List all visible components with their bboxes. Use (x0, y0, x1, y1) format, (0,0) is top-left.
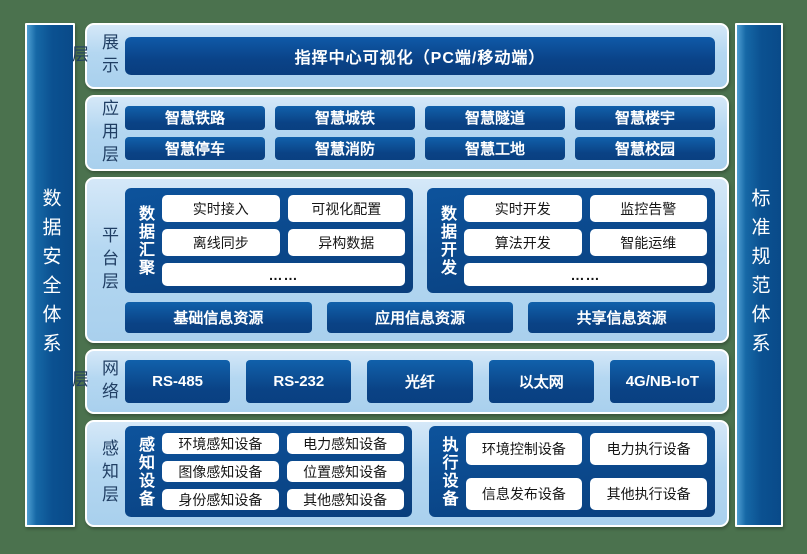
panel-data-aggregation: 数据汇聚 实时接入 可视化配置 离线同步 异构数据 …… (125, 188, 413, 293)
data-development-chips: 实时开发 监控告警 算法开发 智能运维 …… (464, 195, 707, 286)
pillar-data-security: 数据安全体系 (25, 23, 75, 527)
chip-monitoring-alert: 监控告警 (589, 195, 707, 222)
chip-realtime-development: 实时开发 (464, 195, 582, 222)
data-aggregation-chips: 实时接入 可视化配置 离线同步 异构数据 …… (162, 195, 405, 286)
chip-offline-sync: 离线同步 (162, 229, 280, 256)
panel-sensing-devices-title: 感知设备 (136, 435, 153, 508)
chip-visual-config: 可视化配置 (287, 195, 405, 222)
chip-power-execution: 电力执行设备 (590, 433, 707, 465)
chip-image-sensing: 图像感知设备 (162, 461, 279, 482)
layer-display-body: 指挥中心可视化（PC端/移动端） (125, 25, 715, 87)
execution-device-chips: 环境控制设备 电力执行设备 信息发布设备 其他执行设备 (465, 433, 707, 510)
panel-execution-devices-title: 执行设备 (439, 435, 457, 508)
layer-network-label: 网络层 (69, 358, 118, 405)
sensing-device-chips: 环境感知设备 电力感知设备 图像感知设备 位置感知设备 身份感知设备 其他感知设… (162, 433, 404, 510)
app-item-smart-building: 智慧楼宇 (575, 106, 715, 130)
chip-environment-control: 环境控制设备 (465, 433, 583, 465)
app-item-smart-campus: 智慧校园 (575, 136, 715, 160)
chip-identity-sensing: 身份感知设备 (162, 489, 279, 510)
layer-display: 展示层 指挥中心可视化（PC端/移动端） (69, 23, 729, 89)
chip-realtime-access: 实时接入 (162, 195, 280, 222)
chip-more-development: …… (464, 263, 707, 286)
network-grid: RS-485 RS-232 光纤 以太网 4G/NB-IoT (125, 351, 715, 412)
layer-platform: 平台层 数据汇聚 实时接入 可视化配置 离线同步 异构数据 …… (85, 177, 729, 343)
chip-location-sensing: 位置感知设备 (286, 461, 404, 482)
app-item-smart-railway: 智慧铁路 (125, 106, 265, 130)
chip-algorithm-development: 算法开发 (464, 229, 582, 256)
app-item-smart-parking: 智慧停车 (125, 136, 265, 160)
resource-shared-info: 共享信息资源 (528, 302, 715, 333)
resource-application-info: 应用信息资源 (326, 302, 514, 333)
resource-basic-info: 基础信息资源 (125, 302, 312, 333)
app-item-smart-firefighting: 智慧消防 (275, 136, 415, 160)
panel-execution-devices: 执行设备 环境控制设备 电力执行设备 信息发布设备 其他执行设备 (428, 426, 715, 517)
pillar-standards: 标准规范体系 (735, 23, 783, 527)
chip-more-aggregation: …… (162, 263, 405, 286)
chip-environment-sensing: 环境感知设备 (162, 433, 279, 454)
layer-network: 网络层 RS-485 RS-232 光纤 以太网 4G/NB-IoT (69, 349, 729, 414)
panel-sensing-devices: 感知设备 环境感知设备 电力感知设备 图像感知设备 位置感知设备 身份感知设备 … (125, 426, 412, 517)
chip-info-publishing: 信息发布设备 (465, 478, 583, 510)
platform-panel-row: 数据汇聚 实时接入 可视化配置 离线同步 异构数据 …… 数据开发 实时开发 (125, 188, 715, 293)
layer-application-label: 应用层 (99, 98, 118, 168)
panel-data-development-title: 数据开发 (438, 204, 455, 277)
network-4g-nbiot: 4G/NB-IoT (609, 360, 715, 403)
panel-data-development: 数据开发 实时开发 监控告警 算法开发 智能运维 …… (427, 188, 715, 293)
chip-power-sensing: 电力感知设备 (286, 433, 404, 454)
platform-body: 数据汇聚 实时接入 可视化配置 离线同步 异构数据 …… 数据开发 实时开发 (125, 179, 715, 341)
pillar-data-security-label: 数据安全体系 (39, 188, 61, 362)
layer-display-label: 展示层 (69, 33, 118, 79)
chip-intelligent-ops: 智能运维 (589, 229, 707, 256)
application-grid: 智慧铁路 智慧城铁 智慧隧道 智慧楼宇 智慧停车 智慧消防 智慧工地 智慧校园 (125, 97, 715, 169)
layer-platform-label: 平台层 (99, 225, 118, 295)
layer-stack: 展示层 指挥中心可视化（PC端/移动端） 应用层 智慧铁路 智慧城铁 智慧隧道 … (69, 23, 729, 527)
layer-application: 应用层 智慧铁路 智慧城铁 智慧隧道 智慧楼宇 智慧停车 智慧消防 智慧工地 智… (85, 95, 729, 171)
layer-perception: 感知层 感知设备 环境感知设备 电力感知设备 图像感知设备 位置感知设备 身份感… (85, 420, 729, 527)
chip-heterogeneous-data: 异构数据 (287, 229, 405, 256)
network-rs485: RS-485 (125, 360, 231, 403)
network-rs232: RS-232 (246, 360, 352, 403)
command-center-visualization-box: 指挥中心可视化（PC端/移动端） (125, 37, 715, 75)
chip-other-sensing: 其他感知设备 (286, 489, 404, 510)
resource-row: 基础信息资源 应用信息资源 共享信息资源 (125, 302, 715, 333)
panel-data-aggregation-title: 数据汇聚 (136, 204, 153, 277)
pillar-standards-label: 标准规范体系 (748, 188, 770, 362)
layer-perception-label: 感知层 (99, 439, 118, 508)
chip-other-execution: 其他执行设备 (590, 478, 707, 510)
network-fiber: 光纤 (367, 360, 473, 403)
perception-body: 感知设备 环境感知设备 电力感知设备 图像感知设备 位置感知设备 身份感知设备 … (125, 422, 715, 525)
app-item-smart-tunnel: 智慧隧道 (425, 106, 565, 130)
app-item-smart-worksite: 智慧工地 (425, 136, 565, 160)
network-ethernet: 以太网 (488, 360, 594, 403)
app-item-smart-metro: 智慧城铁 (275, 106, 415, 130)
